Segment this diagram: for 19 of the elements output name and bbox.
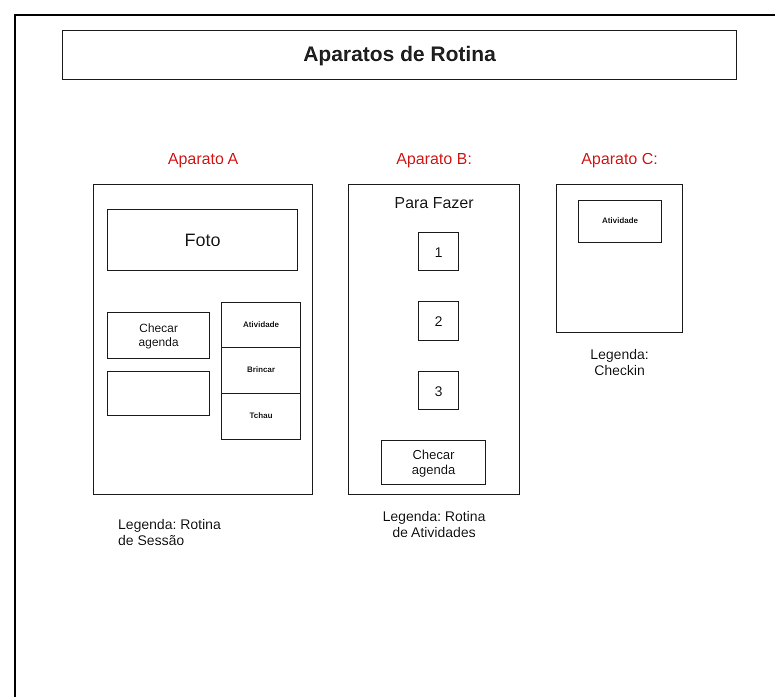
action-box: Checar agenda xyxy=(381,440,486,485)
panel-heading: Aparato C: xyxy=(580,151,659,169)
activity-box: Tchau xyxy=(221,393,301,440)
panel-caption: Legenda: Rotina de Sessão xyxy=(118,516,222,548)
activity-box: Atividade xyxy=(578,200,662,243)
step-box: 1 xyxy=(418,232,459,271)
activity-box: Atividade xyxy=(221,302,301,348)
panel-caption: Legenda: Rotina de Atividades xyxy=(382,508,486,540)
action-box: Checar agenda xyxy=(107,312,210,359)
empty-box xyxy=(107,371,210,416)
panel-heading: Aparato B: xyxy=(395,151,473,169)
step-box: 3 xyxy=(418,371,459,410)
activity-box: Brincar xyxy=(221,347,301,394)
panel-caption: Legenda: Checkin xyxy=(589,346,650,378)
photo-frame: Foto xyxy=(107,209,298,271)
step-box: 2 xyxy=(418,301,459,341)
panel-subheading: Para Fazer xyxy=(393,195,475,213)
panel-heading: Aparato A xyxy=(166,151,240,169)
title-box: Aparatos de Rotina xyxy=(62,30,737,80)
